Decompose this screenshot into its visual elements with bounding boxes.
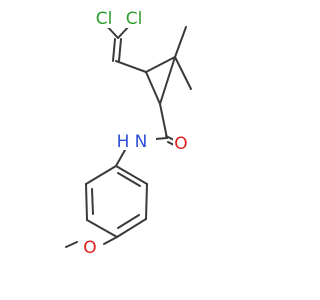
bond-n-aryl	[115, 149, 126, 167]
bond-methyl-1	[174, 26, 187, 58]
bond-aryl-inner-2	[117, 214, 140, 229]
nitrogen-label: N	[135, 132, 148, 152]
bond-vinyl-ring	[115, 60, 147, 73]
bond-aryl-2	[145, 183, 148, 220]
bond-carbonyl-carbon	[159, 103, 168, 139]
bond-aryl-o	[103, 236, 118, 245]
nitrogen-h-label: H	[117, 132, 130, 152]
molecule-structure: Cl Cl H N O O	[65, 9, 192, 258]
atom-label-cl-left: Cl	[91, 9, 117, 29]
chlorine-label-left: Cl	[96, 9, 113, 29]
atom-label-nh: H N	[117, 132, 156, 152]
atom-label-cl-right: Cl	[121, 9, 147, 29]
carbonyl-oxygen-label: O	[174, 134, 187, 154]
bond-aryl-5	[85, 183, 88, 221]
bond-aryl-1	[115, 165, 148, 185]
bond-o-methyl	[65, 241, 78, 248]
bond-methyl-2	[174, 56, 192, 90]
bond-ring-3	[145, 71, 161, 105]
bond-vinyl-double-a	[112, 38, 116, 62]
bond-aryl-6	[85, 165, 117, 185]
bond-aryl-inner-1	[117, 172, 141, 187]
bond-aryl-4	[86, 219, 118, 238]
bond-ring-1	[145, 56, 176, 73]
bond-aryl-3	[116, 218, 147, 238]
chlorine-label-right: Cl	[126, 9, 143, 29]
atom-label-carbonyl-oxygen: O	[173, 134, 189, 154]
bond-vinyl-double-b	[118, 38, 122, 62]
methoxy-oxygen-label: O	[83, 238, 96, 258]
bond-ring-2	[159, 56, 176, 105]
bond-aryl-inner-3	[91, 188, 94, 215]
atom-label-methoxy-oxygen: O	[82, 238, 98, 258]
